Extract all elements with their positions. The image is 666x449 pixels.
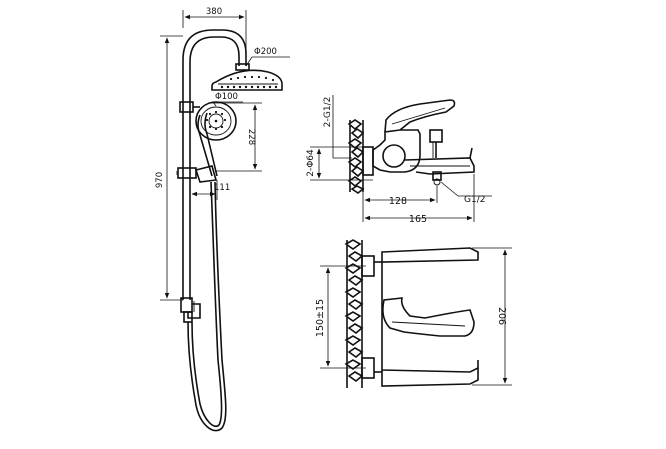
dim-label-phi100: Φ100 [215,92,238,102]
dim-total-length: 165 [364,174,475,225]
riser-pipe [182,29,247,300]
dim-label-206: 206 [496,307,507,325]
dim-escutcheon: 2-Φ64 [306,146,373,181]
dim-center-length: 128 [362,180,438,222]
mixer-lever [384,99,456,133]
dim-head-diameter: Φ200 [245,47,290,67]
dim-hand-diameter: Φ100 [212,92,243,107]
dim-hand-depth: 111 [189,180,230,200]
mixer-front-view: 150±15 206 [315,239,512,388]
dim-label-128: 128 [389,196,407,207]
dim-label-165: 165 [409,214,427,225]
mixer-side-view: 2-G1/2 2-Φ64 128 165 G1/2 [306,95,492,225]
shower-column-drawing: 380 Φ200 Φ100 228 970 [155,7,290,432]
dim-label-970: 970 [155,172,165,188]
dim-label-phi200: Φ200 [254,47,277,57]
dim-spout-thread: G1/2 [440,181,492,205]
shower-hose [187,181,227,432]
dim-holder-offset: 228 [208,102,262,172]
outlet-elbow [180,297,201,323]
mixer-front-body [381,247,479,387]
diverter-knob [429,129,443,158]
dim-label-380: 380 [206,7,222,17]
spout-outlet [432,171,442,186]
dim-total-height: 970 [155,35,183,301]
dim-label-g1-2: G1/2 [464,195,485,205]
upper-bracket [179,101,200,113]
mixer-body [372,129,475,175]
dim-label-150: 150±15 [315,299,326,337]
wall-section-bottom [344,239,364,388]
dim-label-2-g1-2: 2-G1/2 [323,97,333,128]
wall-section-top [347,119,365,194]
dim-label-2-phi64: 2-Φ64 [306,149,316,177]
dim-center-distance: 150±15 [315,265,366,369]
dim-label-228: 228 [246,129,256,145]
escutcheon [362,146,374,176]
dim-label-111: 111 [214,183,230,193]
dim-front-height: 206 [472,247,512,386]
rain-shower-head [211,63,283,91]
dim-arm-width: 380 [182,7,247,60]
hand-shower [195,101,237,177]
dim-outlet-thread: 2-G1/2 [323,95,352,159]
sliding-holder [176,165,218,183]
